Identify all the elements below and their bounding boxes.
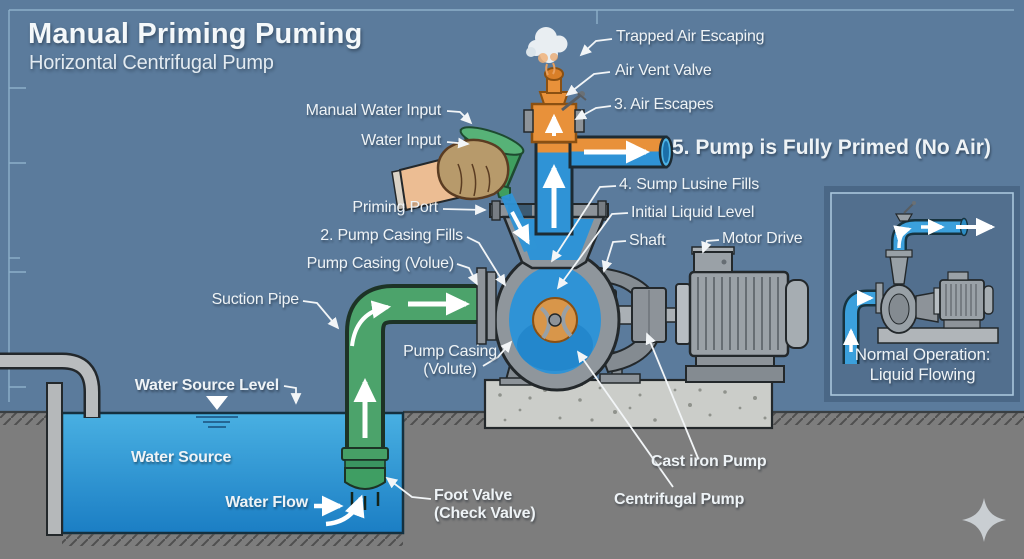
steam-cloud — [526, 27, 568, 76]
page-title: Manual Priming Puming — [28, 18, 363, 50]
flow-arrows — [314, 113, 650, 527]
leader-lines — [283, 38, 720, 500]
sparkle-icon — [962, 498, 1006, 542]
label-water-source-level: Water Source Level — [134, 377, 280, 394]
manual-priming-hand — [391, 126, 538, 252]
blueprint-frame — [8, 9, 1014, 402]
water-ripples — [196, 416, 238, 428]
discharge-and-vent — [489, 27, 674, 270]
label-priming-port: Priming Port — [352, 199, 438, 216]
suction-flange — [476, 267, 487, 345]
label-manual-water-input: Manual Water Input — [305, 102, 442, 119]
label-air-vent-valve: Air Vent Valve — [615, 62, 712, 79]
inset-vent-valve — [894, 213, 914, 222]
label-foot-valve: Foot Valve (Check Valve) — [434, 487, 536, 523]
motor-drive — [675, 246, 809, 383]
page-subtitle: Horizontal Centrifugal Pump — [29, 52, 274, 74]
label-pump-casing-volute: Pump Casing (Volute) — [403, 343, 497, 379]
motor-junction-box — [693, 251, 733, 273]
label-fully-primed: 5. Pump is Fully Primed (No Air) — [672, 136, 991, 159]
label-water-input: Water Input — [361, 132, 441, 149]
label-air-escapes: 3. Air Escapes — [614, 96, 714, 113]
label-trapped-air: Trapped Air Escaping — [616, 28, 765, 45]
label-initial-liquid-level: Initial Liquid Level — [631, 204, 755, 221]
inset-flow-arrows — [842, 218, 945, 352]
inset-panel — [824, 186, 1020, 402]
label-suction-pipe: Suction Pipe — [211, 291, 300, 308]
label-pump-casing-volue: Pump Casing (Volue) — [306, 255, 455, 272]
label-cast-iron-pump: Cast iron Pump — [651, 453, 767, 470]
tank-wall — [46, 382, 63, 536]
label-water-source: Water Source — [131, 449, 232, 466]
inset-pump-diagram — [842, 201, 999, 364]
label-motor-drive: Motor Drive — [722, 230, 803, 247]
label-water-flow: Water Flow — [225, 494, 308, 511]
concrete-base — [483, 378, 774, 430]
label-centrifugal-pump: Centrifugal Pump — [614, 491, 745, 508]
gloved-hand — [436, 138, 510, 201]
left-gray-pipe — [0, 352, 101, 418]
label-shaft: Shaft — [629, 232, 666, 249]
label-pump-casing-fills: 2. Pump Casing Fills — [320, 227, 463, 244]
inset-caption: Normal Operation: Liquid Flowing — [854, 345, 991, 384]
water-level-marker — [206, 396, 228, 410]
label-sump-fills: 4. Sump Lusine Fills — [619, 176, 760, 193]
